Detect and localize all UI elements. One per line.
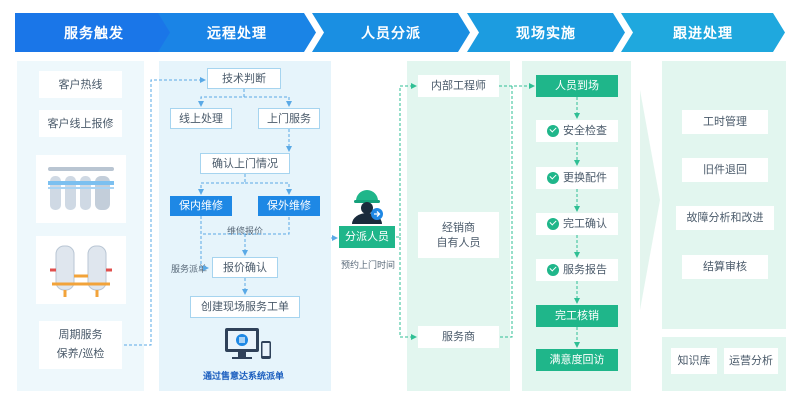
check-icon <box>547 264 559 276</box>
header-step-label: 现场实施 <box>516 25 576 42</box>
knowledge-base-box: 知识库 <box>671 348 717 374</box>
confirm-onsite-box: 确认上门情况 <box>200 153 290 174</box>
quote-confirm-box: 报价确认 <box>212 257 278 278</box>
hours-box: 工时管理 <box>682 110 768 134</box>
service-report-box: 服务报告 <box>536 259 618 281</box>
satisfaction-box: 满意度回访 <box>536 349 618 371</box>
worker-icon <box>352 190 383 224</box>
water-filter-icon <box>48 167 114 210</box>
boiler-image <box>36 236 126 304</box>
chevron-shape <box>15 13 173 52</box>
assign-personnel-box: 分派人员 <box>339 226 395 248</box>
arrival-box: 人员到场 <box>536 75 618 97</box>
fault-analysis-box: 故障分析和改进 <box>676 206 774 230</box>
check-icon <box>547 172 559 184</box>
header-step-followup: 跟进处理 <box>621 13 785 52</box>
header-step-assign: 人员分派 <box>312 13 470 52</box>
followup-arrow <box>640 90 660 310</box>
provider-box: 服务商 <box>418 326 499 348</box>
complete-verify-box: 完工核销 <box>536 305 618 327</box>
header-step-label: 跟进处理 <box>673 25 733 42</box>
check-icon <box>547 218 559 230</box>
monitor-icon <box>225 328 271 359</box>
in-warranty-box: 保内维修 <box>170 196 232 216</box>
water-filter-image <box>36 155 126 223</box>
repair-quote-note: 维修报价 <box>227 227 264 237</box>
returns-box: 旧件退回 <box>682 158 768 182</box>
settlement-box: 结算审核 <box>682 255 768 279</box>
onsite-service-box: 上门服务 <box>258 108 320 129</box>
create-ticket-box: 创建现场服务工单 <box>190 296 300 318</box>
header-step-label: 服务触发 <box>64 25 124 42</box>
header-step-label: 人员分派 <box>361 25 421 42</box>
online-repair-box: 客户线上报修 <box>39 110 122 137</box>
followup-panel <box>662 61 786 329</box>
dealer-staff-box: 经销商 自有人员 <box>418 212 499 258</box>
periodic-service-box: 周期服务 保养/巡检 <box>39 321 122 369</box>
header-step-onsite: 现场实施 <box>467 13 625 52</box>
appointment-note: 预约上门时间 <box>341 261 396 271</box>
out-warranty-box: 保外维修 <box>258 196 320 216</box>
header-step-label: 远程处理 <box>207 25 267 42</box>
boiler-icon <box>50 245 112 297</box>
replace-parts-label: 更换配件 <box>563 171 607 185</box>
ops-analysis-box: 运营分析 <box>724 348 778 374</box>
periodic-service-label: 周期服务 保养/巡检 <box>56 328 105 360</box>
safety-check-box: 安全检查 <box>536 120 618 142</box>
replace-parts-box: 更换配件 <box>536 167 618 189</box>
system-caption: 通过售意达系统派单 <box>203 372 285 382</box>
dealer-staff-label: 经销商 自有人员 <box>436 220 481 249</box>
worker-avatar <box>347 186 387 224</box>
system-monitor <box>224 327 272 363</box>
service-report-label: 服务报告 <box>563 263 607 277</box>
complete-confirm-label: 完工确认 <box>563 217 607 231</box>
chevron-right-icon <box>640 90 660 310</box>
check-icon <box>547 125 559 137</box>
header-step-trigger: 服务触发 <box>15 13 173 52</box>
hotline-box: 客户热线 <box>39 71 122 98</box>
chevron-shape <box>312 13 470 52</box>
complete-confirm-box: 完工确认 <box>536 213 618 235</box>
internal-engineer-box: 内部工程师 <box>418 75 499 97</box>
safety-check-label: 安全检查 <box>563 124 607 138</box>
chevron-shape <box>621 13 785 52</box>
dispatch-note: 服务派单 <box>171 265 208 275</box>
chevron-shape <box>158 13 316 52</box>
online-handling-box: 线上处理 <box>170 108 232 129</box>
chevron-shape <box>467 13 625 52</box>
header-step-remote: 远程处理 <box>158 13 316 52</box>
tech-judgement-box: 技术判断 <box>207 68 281 89</box>
